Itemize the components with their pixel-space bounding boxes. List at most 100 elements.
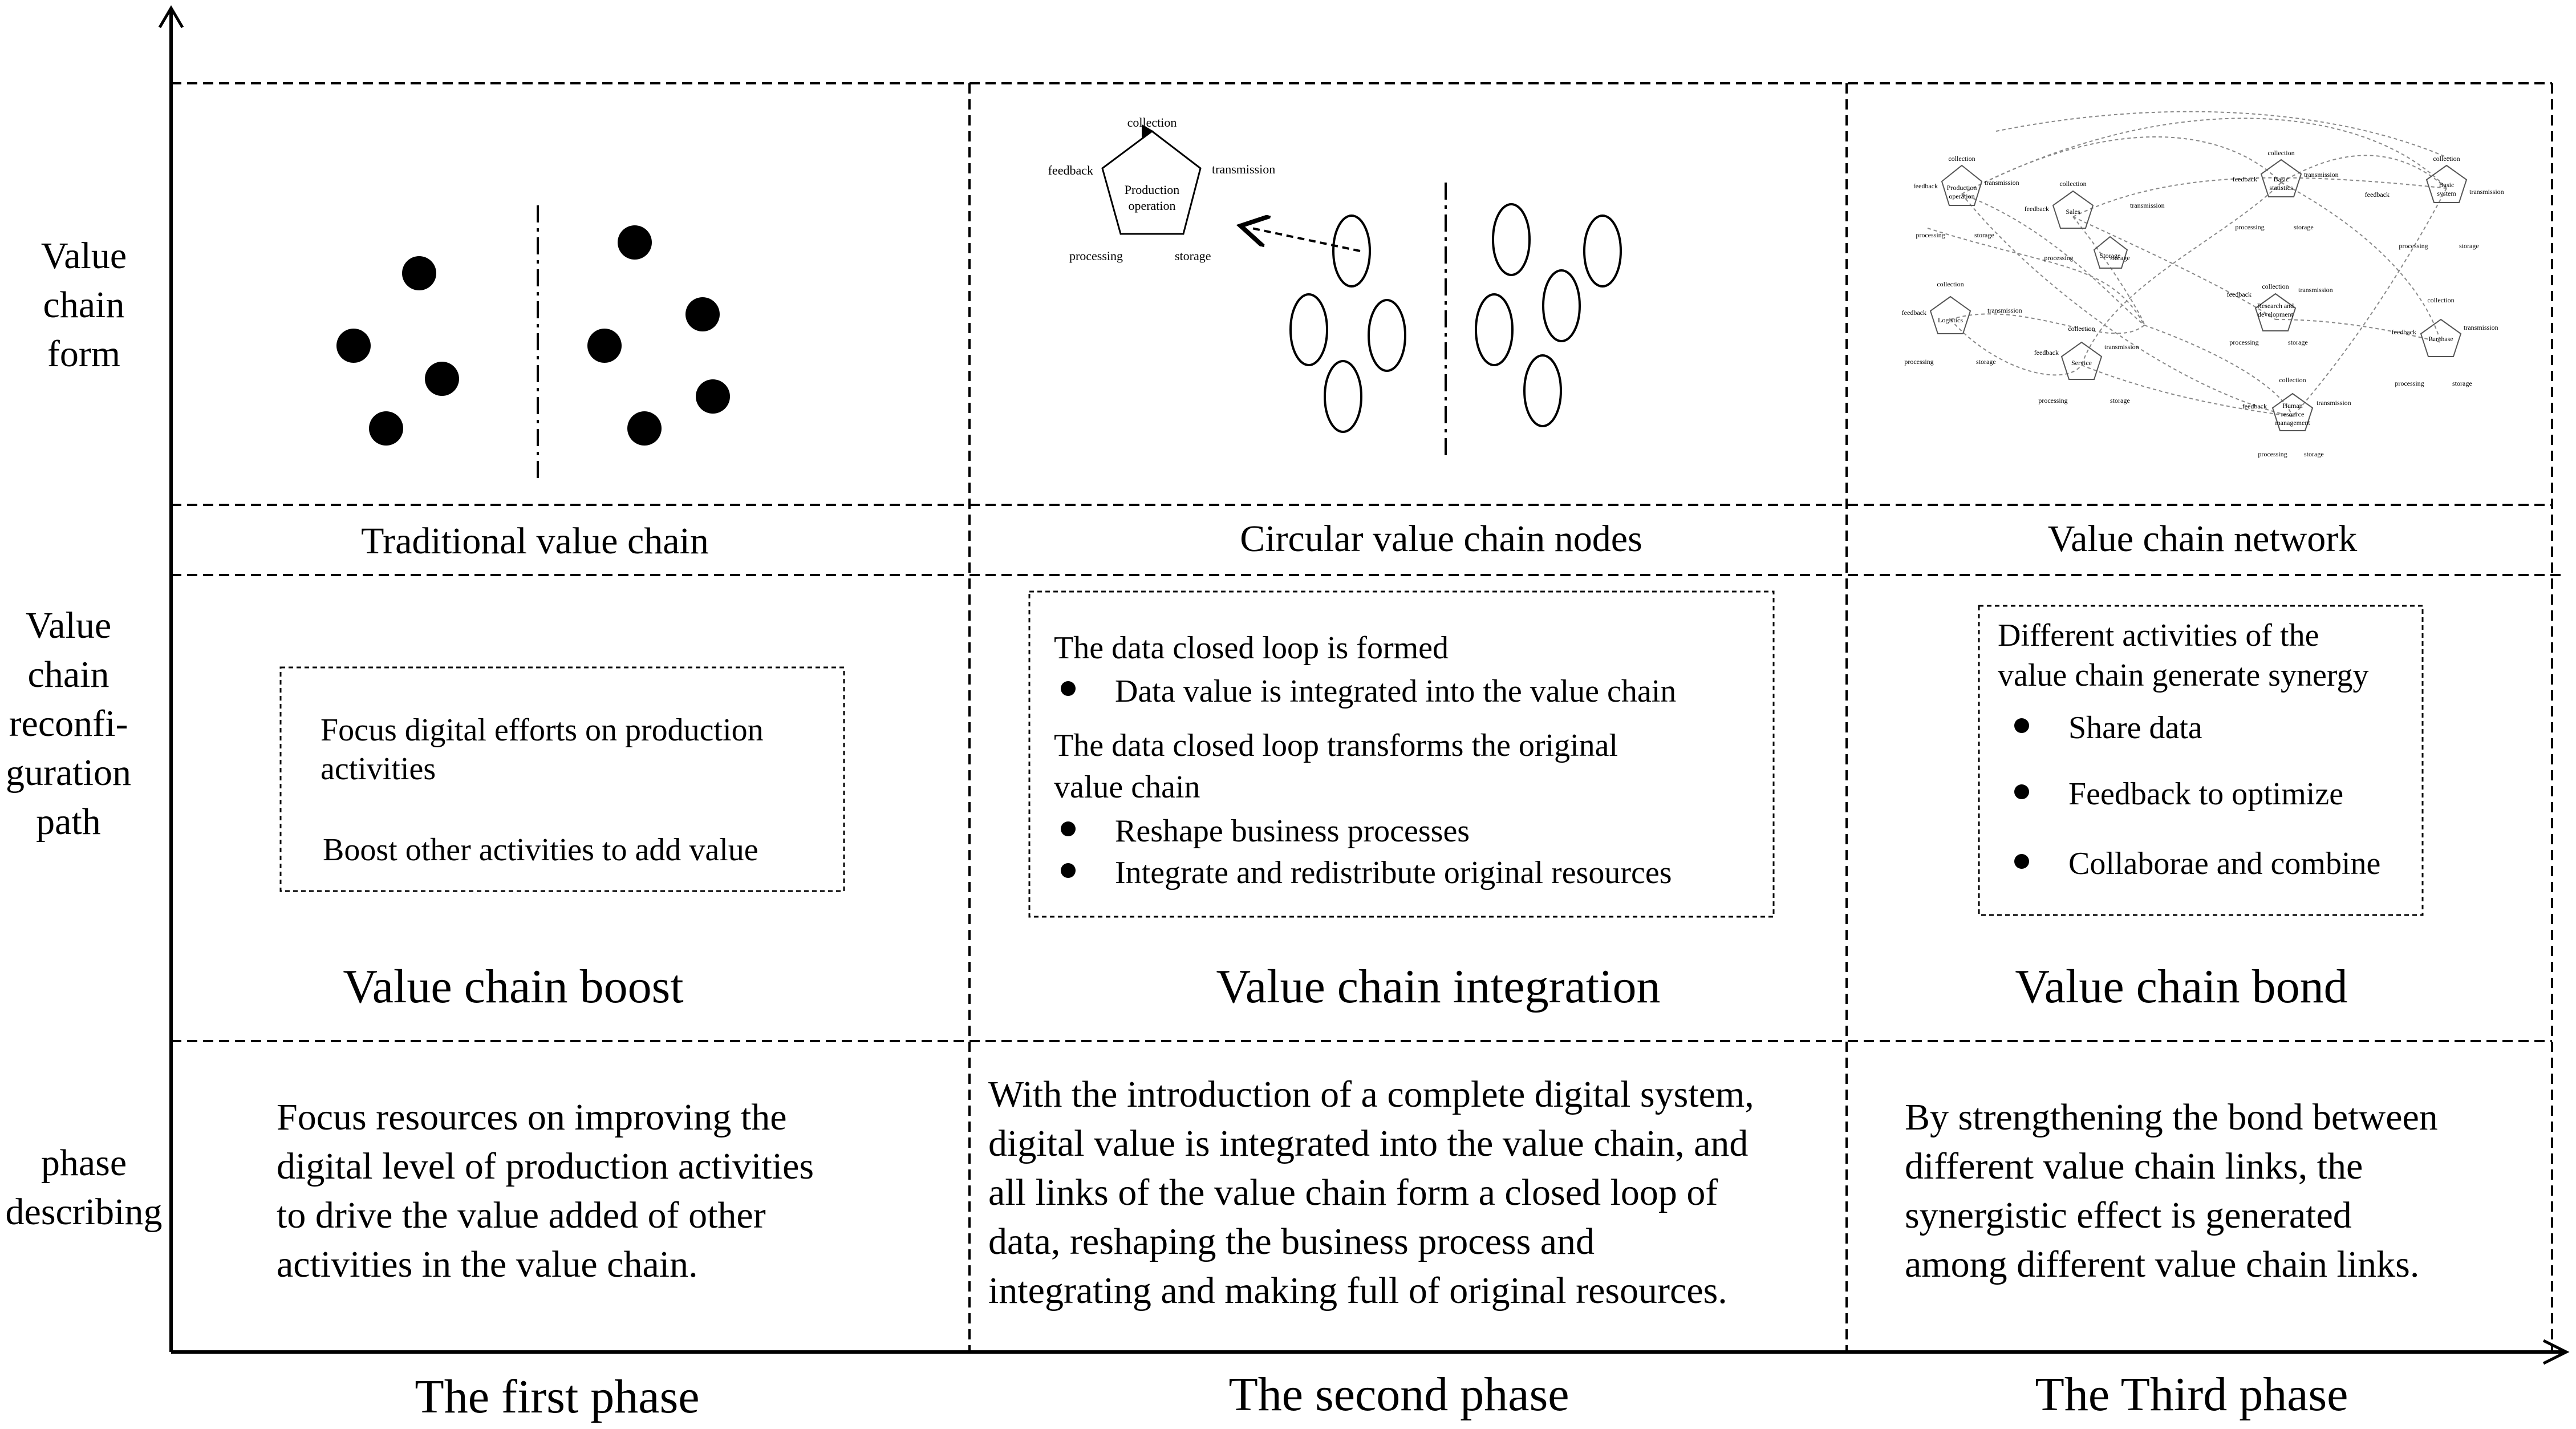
svg-text:all links of the value chain f: all links of the value chain form a clos… xyxy=(988,1172,1718,1213)
svg-text:value chain: value chain xyxy=(1054,770,1200,805)
svg-text:storage: storage xyxy=(1976,358,1996,366)
path-title-3: Value chain bond xyxy=(2015,960,2347,1013)
svg-text:feedback: feedback xyxy=(2233,175,2257,183)
svg-text:Boost other activities to add: Boost other activities to add value xyxy=(323,832,758,868)
svg-text:transmission: transmission xyxy=(1987,306,2022,314)
dashed-arrow xyxy=(1252,228,1361,252)
svg-text:storage: storage xyxy=(2288,338,2308,346)
svg-text:Basic: Basic xyxy=(2439,181,2455,189)
svg-text:Value: Value xyxy=(41,235,127,277)
svg-text:to drive the value added of ot: to drive the value added of other xyxy=(277,1195,766,1236)
svg-text:processing: processing xyxy=(1904,358,1933,366)
svg-text:Service: Service xyxy=(2071,359,2092,367)
svg-text:By strengthening the bond betw: By strengthening the bond between xyxy=(1905,1096,2438,1138)
svg-text:collection: collection xyxy=(2267,149,2294,157)
svg-text:transmission: transmission xyxy=(1212,162,1275,176)
path-title-2: Value chain integration xyxy=(1216,960,1660,1013)
svg-text:operation: operation xyxy=(1949,192,1974,200)
svg-text:Basic: Basic xyxy=(2274,175,2289,183)
svg-text:management: management xyxy=(2275,419,2310,427)
svg-text:collection: collection xyxy=(2279,376,2306,384)
svg-text:storage: storage xyxy=(2110,254,2130,262)
svg-text:system: system xyxy=(2437,189,2456,197)
svg-text:transmission: transmission xyxy=(2298,286,2333,294)
path-box-1 xyxy=(279,666,845,892)
svg-text:storage: storage xyxy=(1175,249,1211,263)
svg-text:Sales: Sales xyxy=(2066,208,2080,216)
svg-text:feedback: feedback xyxy=(1902,309,1926,317)
network-node-labels: Production operation Sales Basic statist… xyxy=(1938,175,2456,427)
network-nodes xyxy=(1929,159,2468,431)
svg-text:Different activities of the: Different activities of the xyxy=(1998,618,2319,653)
svg-text:collection: collection xyxy=(2433,155,2460,163)
y-axis-arrow-icon xyxy=(158,5,184,29)
svg-text:operation: operation xyxy=(1128,199,1175,213)
svg-text:digital value is integrated in: digital value is integrated into the val… xyxy=(988,1123,1748,1164)
svg-text:synergistic effect is generate: synergistic effect is generated xyxy=(1905,1195,2352,1236)
svg-text:processing: processing xyxy=(2395,379,2424,387)
svg-text:processing: processing xyxy=(2044,254,2073,262)
svg-text:collection: collection xyxy=(1937,280,1964,288)
svg-text:Purchase: Purchase xyxy=(2428,335,2453,343)
svg-text:value chain generate synergy: value chain generate synergy xyxy=(1998,658,2368,693)
path-box-2 xyxy=(1028,590,1775,918)
svg-text:reconfi-: reconfi- xyxy=(9,703,128,744)
svg-text:storage: storage xyxy=(2459,242,2479,250)
phase-label-1: The first phase xyxy=(415,1370,699,1423)
svg-text:describing: describing xyxy=(6,1191,163,1233)
svg-text:feedback: feedback xyxy=(2392,328,2416,336)
svg-text:Production: Production xyxy=(1125,183,1180,197)
svg-text:transmission: transmission xyxy=(2304,171,2339,179)
phase-label-2: The second phase xyxy=(1228,1368,1569,1421)
svg-text:activities in the value chain.: activities in the value chain. xyxy=(277,1244,698,1285)
form-caption-3: Value chain network xyxy=(2048,518,2357,560)
svg-text:processing: processing xyxy=(2229,338,2258,346)
row-label-desc: phase describing xyxy=(6,1142,163,1233)
svg-text:transmission: transmission xyxy=(2464,323,2498,331)
svg-text:The data closed loop transform: The data closed loop transforms the orig… xyxy=(1054,728,1618,763)
svg-text:processing: processing xyxy=(2038,396,2067,404)
svg-text:feedback: feedback xyxy=(2227,290,2252,298)
svg-text:transmission: transmission xyxy=(2469,188,2504,196)
svg-text:collection: collection xyxy=(1127,115,1177,129)
phase-label-3: The Third phase xyxy=(2035,1368,2348,1421)
svg-text:storage: storage xyxy=(1974,231,1994,239)
svg-text:storage: storage xyxy=(2452,379,2472,387)
svg-text:development: development xyxy=(2258,310,2294,318)
svg-text:digital level of production ac: digital level of production activities xyxy=(277,1145,814,1187)
svg-text:With the introduction of a com: With the introduction of a complete digi… xyxy=(988,1074,1754,1115)
svg-text:Production: Production xyxy=(1947,184,1977,192)
svg-text:Integrate and redistribute ori: Integrate and redistribute original reso… xyxy=(1115,855,1672,890)
loop-diagram: Production operation collection transmis… xyxy=(1048,115,1276,263)
svg-text:Focus resources on improving t: Focus resources on improving the xyxy=(277,1096,787,1138)
svg-text:Reshape business processes: Reshape business processes xyxy=(1115,813,1470,849)
svg-text:feedback: feedback xyxy=(2025,205,2049,213)
svg-text:Human: Human xyxy=(2282,402,2302,410)
svg-text:statistics: statistics xyxy=(2269,184,2293,192)
svg-text:Storage: Storage xyxy=(2100,252,2121,260)
svg-text:resource: resource xyxy=(2281,410,2305,418)
svg-text:Logistics: Logistics xyxy=(1938,316,1963,324)
svg-text:storage: storage xyxy=(2294,223,2314,231)
svg-text:transmission: transmission xyxy=(2130,201,2165,209)
svg-text:The data closed loop is formed: The data closed loop is formed xyxy=(1054,630,1449,666)
svg-text:collection: collection xyxy=(2427,296,2454,304)
svg-text:path: path xyxy=(36,801,101,843)
svg-text:phase: phase xyxy=(41,1142,127,1184)
svg-text:processing: processing xyxy=(2399,242,2428,250)
svg-text:Collaborae and combine: Collaborae and combine xyxy=(2068,846,2380,881)
svg-text:feedback: feedback xyxy=(2242,402,2267,410)
svg-text:different value chain links, t: different value chain links, the xyxy=(1905,1145,2363,1187)
path-box-2-text: The data closed loop is formed Data valu… xyxy=(1054,630,1676,890)
description-3: By strengthening the bond between differ… xyxy=(1905,1096,2438,1285)
svg-text:transmission: transmission xyxy=(2104,343,2139,351)
svg-text:transmission: transmission xyxy=(2317,399,2351,407)
grid-lines xyxy=(171,82,2561,1352)
svg-text:processing: processing xyxy=(2258,450,2287,458)
svg-text:feedback: feedback xyxy=(2034,349,2059,357)
svg-text:feedback: feedback xyxy=(1048,163,1093,177)
row-label-path: Value chain reconfi- guration path xyxy=(6,605,131,843)
svg-text:Data value is integrated into: Data value is integrated into the value … xyxy=(1115,674,1676,709)
svg-text:Focus digital efforts on produ: Focus digital efforts on production xyxy=(321,713,764,748)
